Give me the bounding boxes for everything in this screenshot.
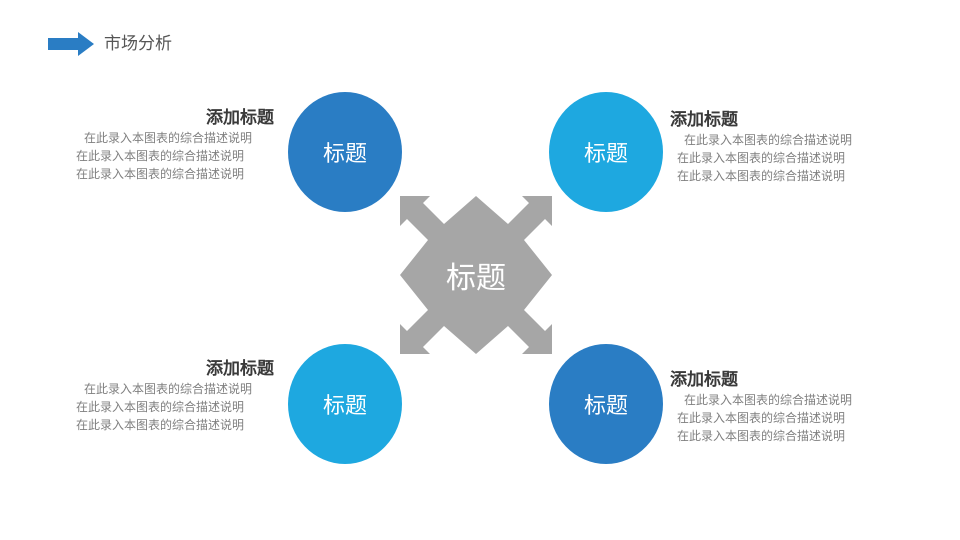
- four-way-arrows-shape: [400, 196, 552, 354]
- block-title: 添加标题: [670, 110, 738, 130]
- text-block-top-right: 添加标题 在此录入本图表的综合描述说明 在此录入本图表的综合描述说明 在此录入本…: [670, 109, 870, 185]
- circle-label: 标题: [583, 394, 628, 419]
- block-title: 添加标题: [206, 359, 274, 379]
- center-title: 标题: [446, 261, 506, 296]
- circle-top-left: 标题: [288, 92, 402, 212]
- circle-bottom-right: 标题: [549, 344, 663, 464]
- block-title: 添加标题: [670, 370, 738, 390]
- page-title: 市场分析: [104, 34, 172, 54]
- arrow-right-icon: [48, 32, 94, 56]
- text-block-bottom-left: 添加标题 在此录入本图表的综合描述说明 在此录入本图表的综合描述说明 在此录入本…: [74, 358, 274, 434]
- block-description-line: 在此录入本图表的综合描述说明: [84, 382, 253, 396]
- block-description-line: 在此录入本图表的综合描述说明: [84, 131, 253, 145]
- circle-label: 标题: [322, 142, 367, 167]
- circle-bottom-left: 标题: [288, 344, 402, 464]
- text-block-top-left: 添加标题 在此录入本图表的综合描述说明 在此录入本图表的综合描述说明 在此录入本…: [74, 107, 274, 183]
- block-description-line: 在此录入本图表的综合描述说明: [684, 133, 853, 147]
- block-description-line: 在此录入本图表的综合描述说明: [677, 411, 846, 425]
- block-description-line: 在此录入本图表的综合描述说明: [677, 151, 846, 165]
- block-description-line: 在此录入本图表的综合描述说明: [76, 149, 245, 163]
- block-description-line: 在此录入本图表的综合描述说明: [76, 400, 245, 414]
- block-description-line: 在此录入本图表的综合描述说明: [76, 418, 245, 432]
- text-block-bottom-right: 添加标题 在此录入本图表的综合描述说明 在此录入本图表的综合描述说明 在此录入本…: [670, 369, 870, 445]
- circle-top-right: 标题: [549, 92, 663, 212]
- circle-label: 标题: [583, 142, 628, 167]
- block-description-line: 在此录入本图表的综合描述说明: [76, 167, 245, 181]
- block-description-line: 在此录入本图表的综合描述说明: [677, 429, 846, 443]
- block-title: 添加标题: [206, 108, 274, 128]
- block-description-line: 在此录入本图表的综合描述说明: [677, 169, 846, 183]
- circle-label: 标题: [322, 394, 367, 419]
- block-description-line: 在此录入本图表的综合描述说明: [684, 393, 853, 407]
